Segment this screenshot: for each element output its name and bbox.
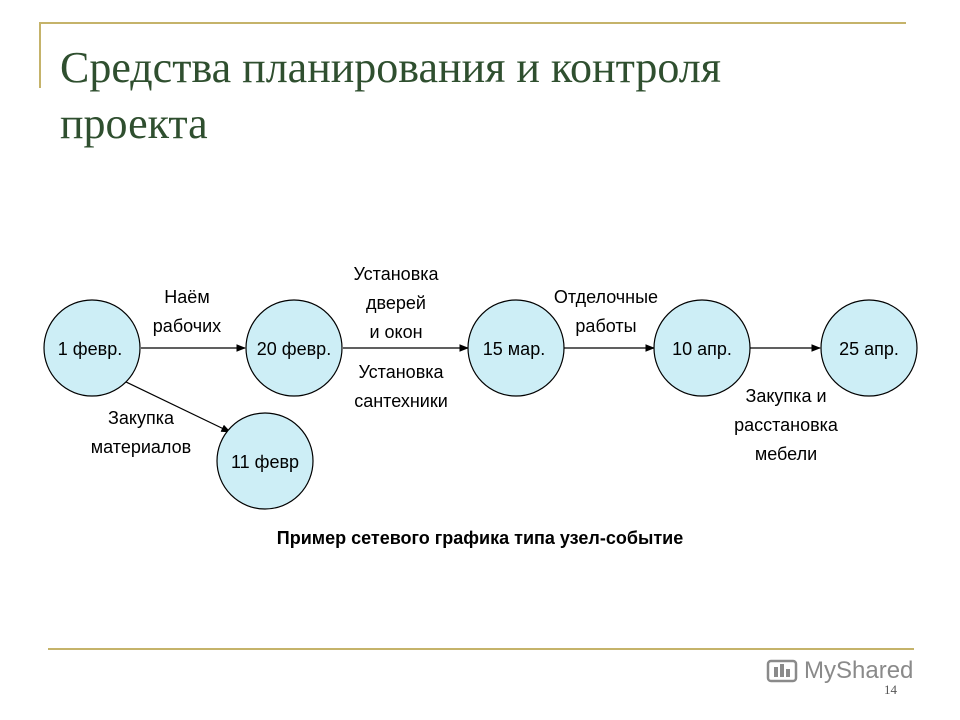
edge-label-doors-3: и окон	[369, 322, 422, 342]
node-circle	[653, 299, 751, 397]
edge-label-furniture-2: расстановка	[734, 415, 839, 435]
node-label: 10 апр.	[672, 339, 732, 359]
node-label: 1 февр.	[58, 339, 122, 359]
node-label: 20 февр.	[257, 339, 331, 359]
node-label: 15 мар.	[483, 339, 545, 359]
edge-label-plumbing-2: сантехники	[354, 391, 448, 411]
myshared-logo-icon	[766, 659, 798, 683]
node-20-feb: 20 февр.	[245, 299, 343, 397]
edge-label-plumbing-1: Установка	[358, 362, 444, 382]
slide-title: Средства планирования и контроля проекта	[60, 40, 880, 152]
watermark-text: MyShared	[804, 657, 914, 684]
node-25-apr: 25 апр.	[820, 299, 918, 397]
edge-label-furniture-1: Закупка и	[745, 386, 826, 406]
frame-left-line	[39, 22, 41, 88]
edge-label-materials-2: материалов	[91, 437, 191, 457]
page-number: 14	[884, 682, 897, 697]
node-circle	[43, 299, 141, 397]
node-10-apr: 10 апр.	[653, 299, 751, 397]
edge-n1-n6	[123, 380, 231, 433]
node-15-mar: 15 мар.	[467, 299, 565, 397]
node-circle	[216, 412, 314, 510]
node-1-feb: 1 февр.	[43, 299, 141, 397]
edge-label-doors-1: Установка	[353, 264, 439, 284]
node-circle	[820, 299, 918, 397]
title-line-2: проекта	[60, 99, 208, 148]
node-label: 11 февр	[231, 452, 299, 472]
diagram-caption: Пример сетевого графика типа узел-событи…	[276, 528, 684, 548]
node-11-feb: 11 февр	[216, 412, 314, 510]
edge-label-finishing-1: Отделочные	[554, 287, 658, 307]
edge-label-materials-1: Закупка	[108, 408, 175, 428]
node-label: 25 апр.	[839, 339, 899, 359]
edge-label-furniture-3: мебели	[755, 444, 817, 464]
node-circle	[245, 299, 343, 397]
watermark: MyShared	[766, 655, 913, 687]
node-circle	[467, 299, 565, 397]
edge-label-doors-2: дверей	[366, 293, 426, 313]
frame-bottom-line	[48, 648, 914, 650]
edge-label-hire-2: рабочих	[153, 316, 221, 336]
edge-label-hire-1: Наём	[164, 287, 209, 307]
edge-label-finishing-2: работы	[575, 316, 636, 336]
title-line-1: Средства планирования и контроля	[60, 43, 721, 92]
frame-top-line	[40, 22, 906, 24]
